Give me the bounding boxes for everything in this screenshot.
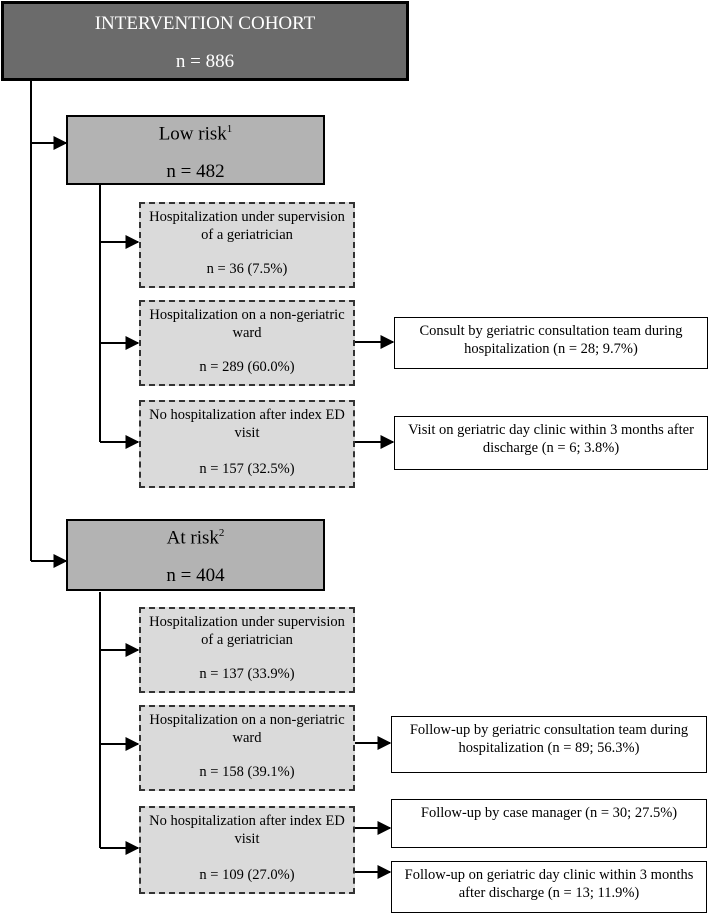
at-risk-category-geriatrician: Hospitalization under supervision of a g… <box>139 607 355 693</box>
category-title: Hospitalization under supervision of a g… <box>149 209 345 243</box>
category-title: Hospitalization on a non-geriatric ward <box>149 712 345 746</box>
at-risk-outcome-day-clinic: Follow-up on geriatric day clinic within… <box>391 861 707 913</box>
category-count: n = 158 (39.1%) <box>199 764 295 780</box>
cohort-count: n = 886 <box>175 51 235 72</box>
low-risk-category-geriatrician: Hospitalization under supervision of a g… <box>139 202 355 288</box>
low-risk-title: Low risk1 <box>68 123 323 145</box>
low-risk-outcome-consult: Consult by geriatric consultation team d… <box>394 317 708 369</box>
at-risk-label: At risk <box>166 527 219 549</box>
category-title: Hospitalization under supervision of a g… <box>149 614 345 648</box>
at-risk-category-no-hospitalization: No hospitalization after index ED visit … <box>139 806 355 894</box>
category-count: n = 157 (32.5%) <box>199 461 295 477</box>
low-risk-footnote-mark: 1 <box>226 123 233 135</box>
category-count: n = 36 (7.5%) <box>206 261 288 277</box>
at-risk-outcome-case-manager: Follow-up by case manager (n = 30; 27.5%… <box>391 799 707 848</box>
category-title: No hospitalization after index ED visit <box>149 813 345 847</box>
low-risk-label: Low risk <box>158 123 227 145</box>
at-risk-box: At risk2 n = 404 <box>66 519 325 591</box>
low-risk-count: n = 482 <box>166 161 225 182</box>
at-risk-count: n = 404 <box>166 565 225 586</box>
category-title: No hospitalization after index ED visit <box>149 407 345 441</box>
outcome-text: Follow-up by geriatric consultation team… <box>409 722 689 756</box>
at-risk-outcome-consultation-team: Follow-up by geriatric consultation team… <box>391 716 707 773</box>
outcome-text: Follow-up on geriatric day clinic within… <box>404 867 694 901</box>
low-risk-box: Low risk1 n = 482 <box>66 115 325 185</box>
at-risk-title: At risk2 <box>68 527 323 549</box>
category-count: n = 289 (60.0%) <box>199 359 295 375</box>
outcome-text: Follow-up by case manager (n = 30; 27.5%… <box>420 805 678 821</box>
low-risk-category-non-geriatric: Hospitalization on a non-geriatric ward … <box>139 300 355 386</box>
intervention-cohort-box: INTERVENTION COHORT n = 886 <box>1 1 409 81</box>
outcome-text: Visit on geriatric day clinic within 3 m… <box>408 422 694 456</box>
category-count: n = 137 (33.9%) <box>199 666 295 682</box>
at-risk-category-non-geriatric: Hospitalization on a non-geriatric ward … <box>139 705 355 791</box>
outcome-text: Consult by geriatric consultation team d… <box>419 323 683 357</box>
category-title: Hospitalization on a non-geriatric ward <box>149 307 345 341</box>
low-risk-category-no-hospitalization: No hospitalization after index ED visit … <box>139 400 355 488</box>
at-risk-footnote-mark: 2 <box>218 527 225 539</box>
cohort-title: INTERVENTION COHORT <box>94 13 316 34</box>
low-risk-outcome-day-clinic: Visit on geriatric day clinic within 3 m… <box>394 416 708 470</box>
category-count: n = 109 (27.0%) <box>199 867 295 883</box>
